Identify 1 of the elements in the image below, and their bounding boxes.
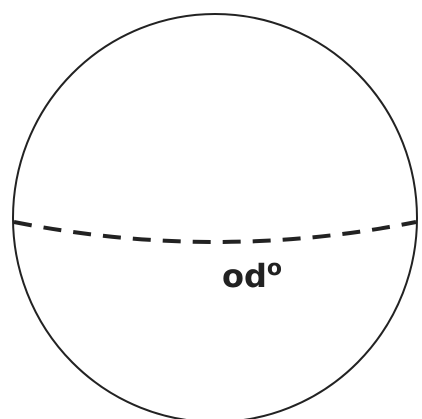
angle-label: od$^{o}$ (222, 258, 282, 297)
